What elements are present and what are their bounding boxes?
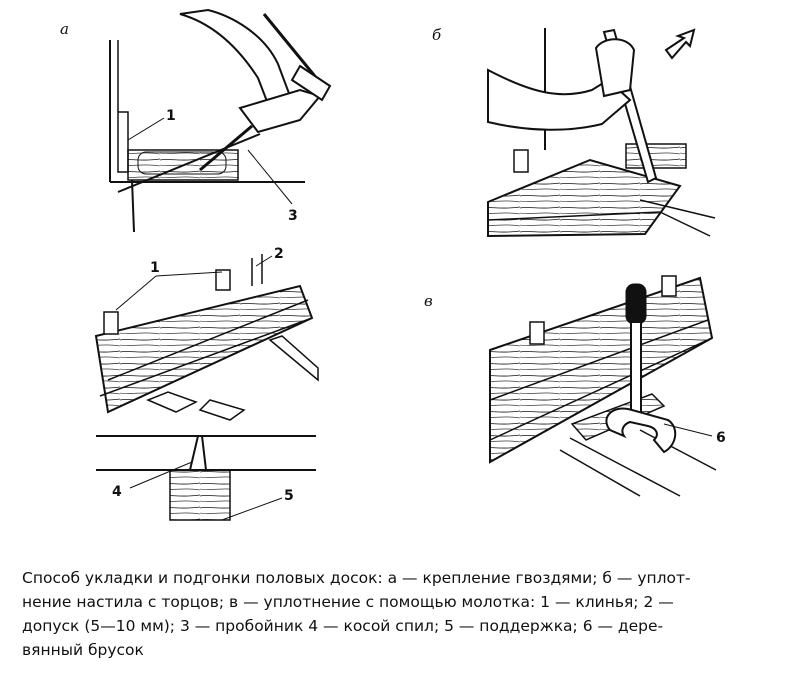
flooring-diagram: а 1 3 б bbox=[60, 8, 726, 521]
deck-sketch-2 bbox=[94, 284, 314, 414]
panel-b-letter: б bbox=[432, 26, 442, 44]
punch-tool bbox=[199, 124, 253, 172]
support-post bbox=[169, 469, 231, 521]
arm-sketch bbox=[487, 68, 632, 131]
callout-3: 3 bbox=[288, 208, 298, 224]
callout-6: 6 bbox=[716, 430, 726, 446]
deck-sketch-3 bbox=[489, 276, 714, 464]
panel-c-hammer-compaction: в 6 bbox=[424, 275, 726, 497]
panel-b-end-compaction: б bbox=[432, 26, 716, 238]
callout-4: 4 bbox=[112, 484, 122, 500]
callout-1-a: 1 bbox=[166, 108, 176, 124]
callout-1-d: 1 bbox=[150, 260, 160, 276]
caption-line-4: вянный брусок bbox=[22, 641, 144, 659]
callout-2: 2 bbox=[274, 246, 284, 262]
panel-a-nailing: а 1 3 bbox=[60, 8, 332, 233]
panel-c-letter: в bbox=[424, 292, 433, 310]
caption-line-1: Способ укладки и подгонки половых досок:… bbox=[22, 569, 691, 587]
wedge-shape bbox=[117, 111, 129, 173]
panel-tolerance-bevel: 1 2 4 5 bbox=[94, 246, 319, 521]
caption-line-2: нение настила с торцов; в — уплотнение с… bbox=[22, 593, 674, 611]
direction-arrow bbox=[664, 28, 696, 60]
nail-shape bbox=[117, 133, 261, 193]
callout-5: 5 bbox=[284, 488, 294, 504]
caption-line-3: допуск (5—10 мм); 3 — пробойник 4 — косо… bbox=[22, 617, 664, 635]
hammer-sketch bbox=[625, 283, 647, 325]
end-block bbox=[625, 143, 687, 169]
panel-a-letter: а bbox=[60, 20, 69, 38]
deck-sketch bbox=[487, 158, 682, 238]
figure-caption: Способ укладки и подгонки половых досок:… bbox=[22, 566, 792, 662]
